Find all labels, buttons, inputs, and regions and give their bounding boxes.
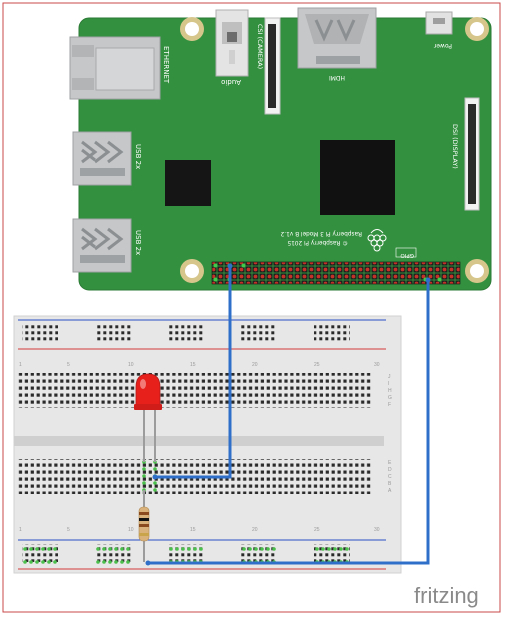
hdmi-port — [297, 7, 377, 69]
column-numbers-top: 1 5 10 15 20 25 30 — [19, 362, 380, 368]
resistor — [138, 490, 150, 562]
dsi-connector — [464, 97, 480, 211]
svg-text:20: 20 — [252, 527, 258, 533]
gpio-header — [212, 262, 460, 284]
raspberry-logo — [367, 229, 387, 252]
svg-text:I: I — [388, 381, 389, 387]
svg-text:25: 25 — [314, 527, 320, 533]
svg-text:J: J — [388, 374, 391, 380]
breadboard: 1 5 10 15 20 25 30 J I H G F E D C B A — [13, 315, 402, 574]
usb-label-top: USB 2x — [134, 144, 142, 169]
svg-text:10: 10 — [128, 527, 134, 533]
svg-text:D: D — [388, 467, 392, 473]
svg-text:15: 15 — [190, 527, 196, 533]
center-channel — [14, 436, 384, 446]
svg-text:5: 5 — [67, 362, 70, 368]
soc-chip — [320, 140, 395, 215]
dsi-label: DSI (DISPLAY) — [451, 124, 459, 169]
power-port — [425, 11, 453, 35]
gpio-pin-used — [437, 277, 442, 282]
svg-text:5: 5 — [67, 527, 70, 533]
gpio-label-box — [395, 247, 417, 258]
svg-text:1: 1 — [19, 527, 22, 533]
usb-label-bottom: USB 2x — [134, 230, 142, 255]
model-line-1: Raspberry Pi 3 Model B v1.2 — [280, 230, 362, 236]
raspberry-pi-board: ETHERNET USB 2x USB 2x Audio — [69, 7, 492, 291]
breadboard-bottom-rails — [18, 539, 386, 570]
gpio-pin-used — [213, 263, 218, 268]
svg-text:E: E — [388, 460, 392, 466]
svg-text:B: B — [388, 481, 392, 487]
svg-text:30: 30 — [374, 527, 380, 533]
ethernet-label: ETHERNET — [162, 46, 170, 84]
wire-gpio-to-led — [152, 263, 233, 480]
svg-text:25: 25 — [314, 362, 320, 368]
breadboard-top-rails — [18, 319, 386, 350]
usb-port-bottom — [72, 218, 132, 273]
svg-text:H: H — [388, 388, 392, 394]
csi-label: CSI (CAMERA) — [256, 24, 264, 69]
svg-text:10: 10 — [128, 362, 134, 368]
svg-text:15: 15 — [190, 362, 196, 368]
terminal-strip-top — [18, 373, 372, 408]
audio-label: Audio — [221, 78, 241, 86]
csi-connector — [264, 17, 281, 115]
gpio-pin-used — [241, 263, 246, 268]
mounting-holes — [180, 17, 489, 283]
red-led — [134, 373, 162, 462]
row-letters-top: J I H G F — [388, 374, 392, 408]
svg-text:C: C — [388, 474, 392, 480]
model-line-2: © Raspberry Pi 2015 — [287, 239, 348, 246]
svg-text:30: 30 — [374, 362, 380, 368]
svg-text:A: A — [388, 488, 392, 494]
svg-text:F: F — [388, 402, 391, 408]
gpio-pin-used — [213, 277, 218, 282]
wire-gnd-to-rail — [145, 277, 431, 566]
hdmi-label: HDMI — [329, 74, 345, 81]
svg-text:20: 20 — [252, 362, 258, 368]
audio-jack — [215, 9, 249, 77]
svg-text:1: 1 — [19, 362, 22, 368]
column-numbers-bottom: 1 5 10 15 20 25 30 — [19, 527, 380, 533]
power-label: Power — [433, 42, 452, 49]
gpio-label: GPIO — [400, 252, 414, 258]
fritzing-watermark: fritzing — [414, 583, 479, 608]
ethernet-port — [69, 36, 161, 100]
row-letters-bottom: E D C B A — [388, 460, 392, 494]
svg-text:G: G — [388, 395, 392, 401]
usb-port-top — [72, 131, 132, 186]
usb-controller-chip — [165, 160, 211, 206]
